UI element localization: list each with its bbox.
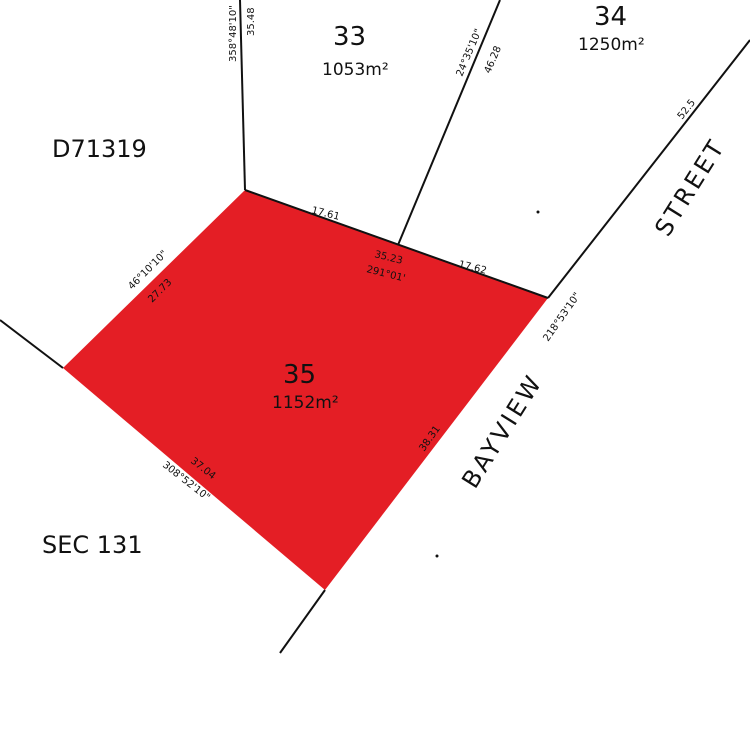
boundary-west-lot-33	[239, 0, 246, 191]
lot-area: 1053m²	[322, 60, 389, 80]
section-label: SEC 131	[42, 531, 143, 559]
lot-number: 35	[283, 360, 316, 390]
lot-number: 34	[594, 2, 627, 32]
street-name-street: STREET	[649, 133, 731, 241]
boundary-sec-131	[0, 319, 64, 369]
dimension-label: 35.48	[246, 7, 257, 36]
lot-area: 1250m²	[578, 35, 645, 55]
street-alignment-upper	[547, 39, 750, 299]
lot-35-parcel[interactable]	[63, 190, 548, 590]
survey-mark	[435, 554, 439, 558]
street-alignment-lower	[279, 589, 326, 654]
lot-number: 33	[333, 22, 366, 52]
plan-label: D71319	[52, 135, 147, 163]
boundary-lot-35	[244, 189, 549, 299]
survey-mark	[536, 210, 540, 214]
dimension-label: 46.28	[483, 45, 504, 76]
dimension-label: 358°48'10"	[228, 5, 239, 62]
lot-area: 1152m²	[272, 393, 339, 413]
boundary-lot-33-34	[397, 0, 501, 246]
